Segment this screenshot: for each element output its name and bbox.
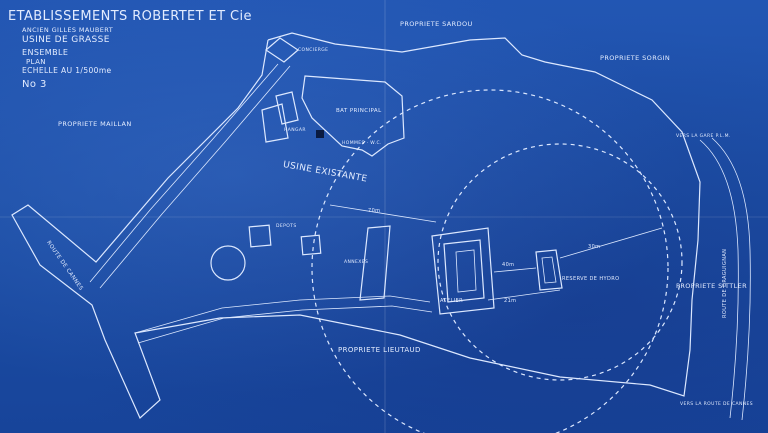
label-propriete-maillan: PROPRIETE MAILLAN	[58, 120, 132, 128]
fold-line	[0, 216, 768, 218]
label-atelier: ATELIER	[440, 298, 463, 304]
fold-line	[384, 0, 386, 433]
plan-line-1: ENSEMBLE	[22, 48, 69, 57]
depot-2	[300, 234, 322, 256]
label-propriete-sorgin: PROPRIETE SORGIN	[600, 54, 671, 62]
dimension-line	[559, 227, 663, 259]
plan-scale: ECHELLE AU 1/500me	[22, 66, 112, 75]
dimension-line	[487, 289, 561, 301]
label-propriete-sardou: PROPRIETE SARDOU	[400, 20, 473, 28]
basin	[210, 245, 246, 281]
wc-block	[316, 130, 324, 138]
label-annexes: ANNEXES	[344, 260, 369, 265]
main-building	[301, 75, 405, 157]
road-edge	[89, 63, 279, 283]
depot-1	[248, 224, 272, 248]
plan-line-2: PLAN	[26, 58, 46, 66]
concierge-building	[265, 37, 299, 63]
right-road-edge	[699, 139, 739, 419]
label-concierge: CONCIERGE	[298, 48, 329, 53]
label-vers-la-route: VERS LA ROUTE DE CANNES	[680, 402, 754, 407]
dimension-label: 70m	[368, 208, 381, 214]
label-hydro-reserve: RESERVE DE HYDRO	[562, 276, 620, 282]
driveway-edge	[137, 305, 433, 344]
label-propriete-lieutaud: PROPRIETE LIEUTAUD	[338, 346, 421, 354]
company-address: ANCIEN GILLES MAUBERT	[22, 26, 114, 34]
dimension-label: 21m	[504, 298, 517, 304]
label-route-draguignan: ROUTE DE DRAGUIGNAN	[722, 248, 728, 318]
hangar-1	[261, 103, 289, 143]
dimension-line	[329, 204, 437, 223]
atelier-outer	[431, 227, 495, 315]
atelier-core	[455, 249, 477, 293]
dimension-label: 40m	[502, 262, 515, 268]
label-wc: HOMMES · W.C.	[342, 141, 382, 146]
sheet-number: No 3	[22, 79, 47, 90]
label-depots: DEPOTS	[276, 224, 297, 229]
radius-circle-small	[437, 143, 683, 381]
atelier-inner	[443, 239, 485, 303]
hangar-2	[275, 91, 299, 125]
label-hangar: HANGAR	[284, 128, 306, 133]
property-boundary	[11, 32, 701, 419]
label-vers-la-gare: VERS LA GARE P.L.M.	[676, 134, 731, 139]
road-edge	[99, 65, 291, 289]
hydro-reserve-inner	[541, 256, 557, 284]
hydro-reserve	[535, 249, 563, 291]
annexes-building	[359, 225, 391, 301]
company-name: ETABLISSEMENTS ROBERTET ET Cie	[8, 9, 252, 24]
factory-name: USINE DE GRASSE	[22, 35, 110, 45]
label-propriete-sittler: PROPRIETE SITTLER	[676, 282, 748, 290]
radius-circle-large	[311, 89, 669, 433]
label-bat-principal: BAT PRINCIPAL	[336, 108, 382, 114]
driveway-edge	[134, 295, 431, 334]
dimension-label: 30m	[588, 244, 601, 250]
dimension-line	[493, 267, 537, 273]
right-road-edge	[711, 137, 751, 421]
